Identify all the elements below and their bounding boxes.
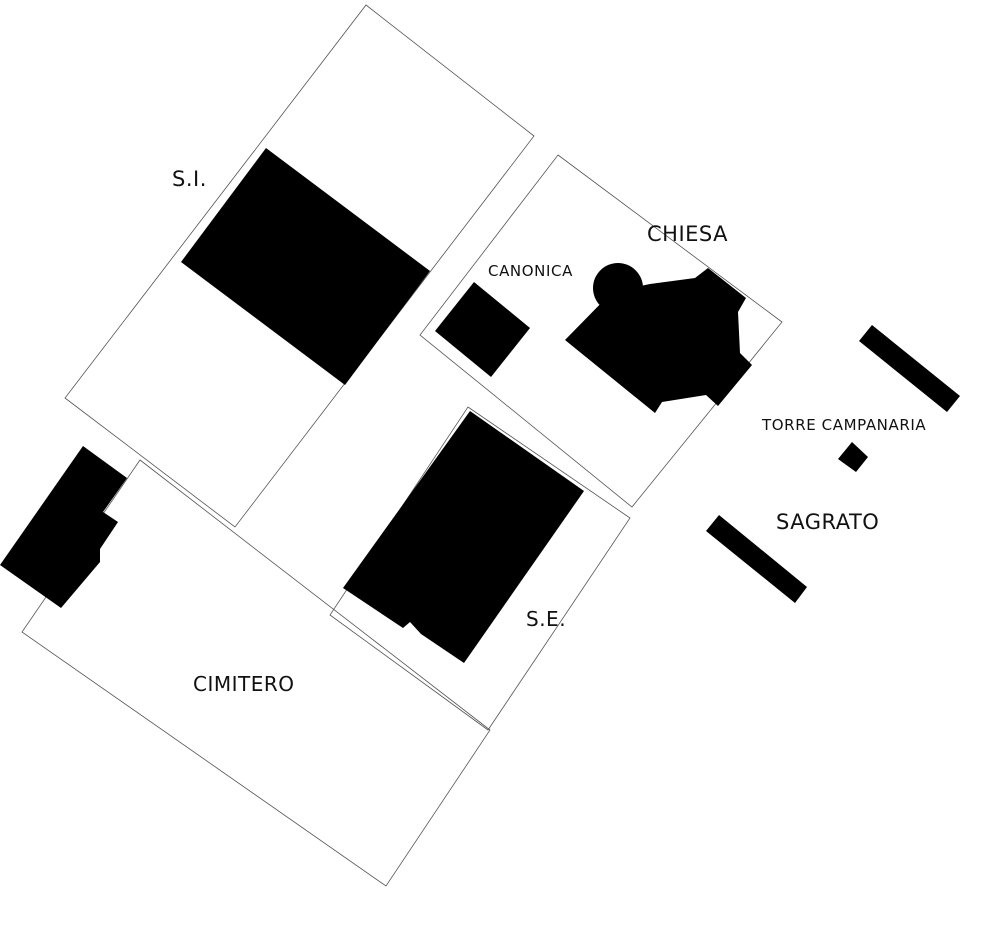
building-si (181, 148, 430, 385)
lot-chiesa-outline (419, 154, 783, 508)
building-west (0, 446, 127, 608)
label-torre-campanaria: TORRE CAMPANARIA (761, 416, 926, 434)
label-chiesa: CHIESA (647, 222, 728, 246)
label-cimitero: CIMITERO (193, 672, 295, 696)
building-canonica (435, 282, 530, 377)
lot-si-outline (64, 4, 535, 528)
label-canonica: CANONICA (488, 262, 573, 280)
label-sagrato: SAGRATO (776, 510, 879, 534)
label-si: S.I. (172, 167, 207, 191)
building-chiesa (565, 263, 752, 413)
building-se (343, 411, 584, 663)
sagrato-wall-south (706, 515, 807, 603)
sagrato-wall-north (859, 325, 960, 412)
label-se: S.E. (526, 607, 566, 631)
torre-campanaria (838, 442, 868, 472)
